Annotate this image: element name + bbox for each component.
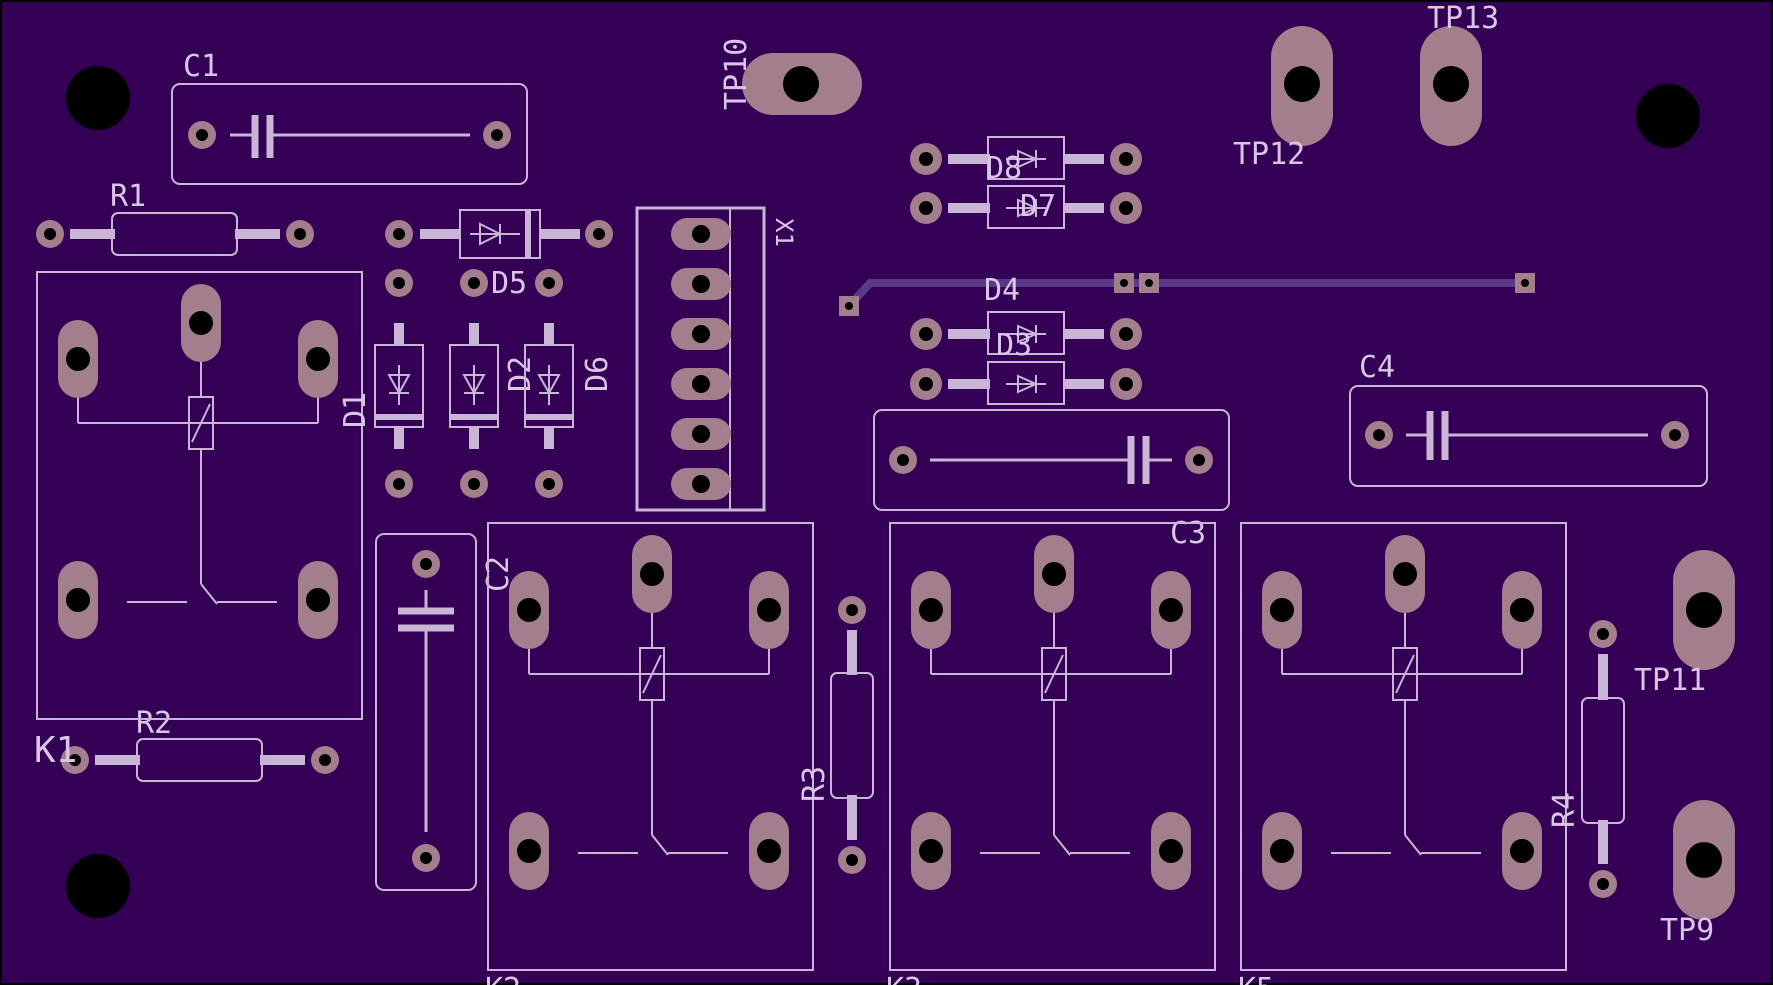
diode-d2 [450,269,498,498]
copper-trace [846,279,1525,309]
mounting-hole [1636,84,1700,148]
label-tp11: TP11 [1634,663,1706,698]
label-x1: X1 [770,218,798,247]
label-k3: K3 [886,972,922,985]
label-k2: K2 [485,972,521,985]
resistor-r3 [830,596,874,874]
label-c3: C3 [1170,516,1206,551]
label-r4: R4 [1547,792,1582,828]
label-d4: D4 [984,273,1020,308]
label-c1: C1 [183,49,219,84]
resistor-r4 [1581,620,1625,898]
label-d6: D6 [580,356,615,392]
label-d5: D5 [491,266,527,301]
label-d3: D3 [996,328,1032,363]
label-d1: D1 [338,392,373,428]
diode-d8 [910,136,1142,180]
capacitor-c1 [171,83,528,185]
label-r1: R1 [110,179,146,214]
label-tp12: TP12 [1233,137,1305,172]
label-r2: R2 [136,706,172,741]
diode-d4 [910,311,1142,355]
test-point-tp13 [1420,26,1482,146]
resistor-r1 [36,212,314,256]
label-r3: R3 [797,766,832,802]
test-point-tp11 [1673,550,1735,670]
capacitor-c4 [1349,385,1708,487]
label-d2: D2 [503,356,538,392]
label-tp9: TP9 [1660,913,1714,948]
resistor-r2 [61,738,339,782]
label-d7: D7 [1020,189,1056,224]
label-c4: C4 [1359,350,1395,385]
connector-x1 [635,206,766,512]
diode-d7 [910,185,1142,229]
diode-d6 [525,269,573,498]
label-tp10: TP10 [719,38,754,110]
capacitor-c2 [375,533,477,891]
diode-d1 [375,269,423,498]
test-point-tp10 [742,53,862,115]
diode-d5 [385,209,613,259]
test-point-tp9 [1673,800,1735,920]
label-d8: D8 [986,151,1022,186]
test-point-tp12 [1271,26,1333,146]
diode-d3 [910,361,1142,405]
label-tp13: TP13 [1427,1,1499,36]
mounting-hole [66,66,130,130]
label-k1: K1 [34,730,77,771]
capacitor-c3 [873,409,1230,511]
label-k5: K5 [1238,972,1274,985]
mounting-hole [66,854,130,918]
